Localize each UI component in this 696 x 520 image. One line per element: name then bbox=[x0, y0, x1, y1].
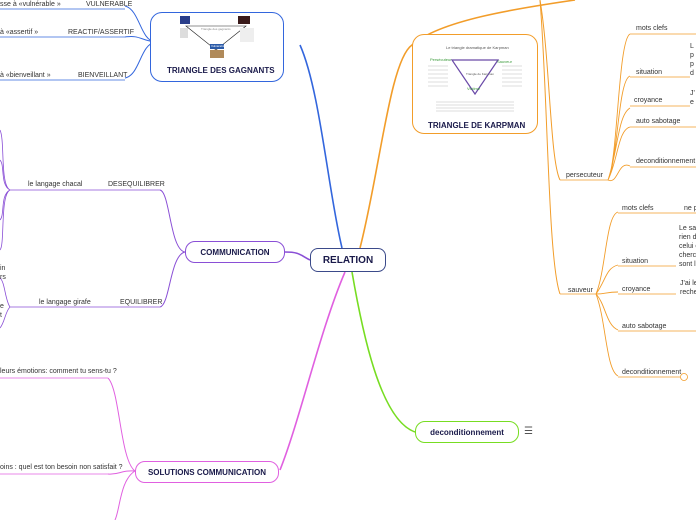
gagnants-item-right-2[interactable]: REACTIF/ASSERTIF bbox=[68, 29, 134, 36]
gagnants-thumb-center: Triangle des gagnants bbox=[201, 27, 231, 31]
karpman-thumb-left: Persécuteur bbox=[430, 57, 452, 62]
menu-icon[interactable]: ☰ bbox=[524, 426, 533, 437]
communication-fragment-2: rs bbox=[0, 274, 6, 281]
gagnants-item-left-2: à «assertif » bbox=[0, 29, 39, 36]
gagnants-item-left-3: à «bienveillant » bbox=[0, 72, 51, 79]
gagnants-item-right-1[interactable]: VULNERABLE bbox=[86, 1, 133, 8]
gagnants-thumbnail-graphic bbox=[180, 16, 254, 58]
solutions-item-2[interactable]: oins : quel est ton besoin non satisfait… bbox=[0, 464, 123, 471]
deconditionnement-node[interactable]: deconditionnement bbox=[415, 421, 519, 443]
triangle-karpman-title: TRIANGLE DE KARPMAN bbox=[428, 121, 526, 130]
sauveur-deconditionnement[interactable]: deconditionnement bbox=[622, 369, 682, 376]
persecuteur-deconditionnement[interactable]: deconditionnement bbox=[636, 158, 696, 165]
triangle-gagnants-title: TRIANGLE DES GAGNANTS bbox=[167, 66, 275, 75]
sauveur-decond-dot bbox=[680, 373, 688, 381]
persecuteur-children-connectors bbox=[607, 33, 631, 182]
sauveur-mots-clefs-tail: ne p bbox=[684, 205, 696, 212]
connector-solutions bbox=[279, 271, 346, 471]
sauveur-mots-clefs[interactable]: mots clefs bbox=[622, 205, 654, 212]
karpman-thumb-right: Sauveur bbox=[497, 59, 512, 64]
sauveur-croyance[interactable]: croyance bbox=[622, 286, 651, 293]
karpman-thumb-bottom: Victime bbox=[467, 86, 481, 91]
persecuteur-situation[interactable]: situation bbox=[636, 69, 663, 76]
sauveur-children-connectors bbox=[595, 211, 619, 377]
triangle-gagnants-image bbox=[180, 16, 254, 60]
sauveur-situation[interactable]: situation bbox=[622, 258, 649, 265]
communication-fragment-4: t bbox=[0, 312, 2, 319]
persecuteur-croyance[interactable]: croyance bbox=[634, 97, 663, 104]
karpman-thumb-heading: Le triangle dramatique de Karpman bbox=[446, 45, 509, 50]
solutions-item-1[interactable]: leurs émotions: comment tu sens-tu ? bbox=[0, 368, 117, 375]
gagnants-item-left-1: sse à «vulnérable » bbox=[0, 1, 61, 8]
persecuteur-croyance-tail: J' e bbox=[690, 90, 695, 106]
sauveur-auto-sabotage[interactable]: auto sabotage bbox=[622, 323, 667, 330]
girafe-value[interactable]: EQUILIBRER bbox=[120, 299, 163, 306]
root-node-relation[interactable]: RELATION bbox=[310, 248, 386, 272]
communication-fragment-3: e bbox=[0, 303, 4, 310]
triangle-karpman-card[interactable] bbox=[412, 34, 538, 134]
connector-communication-items bbox=[159, 189, 186, 308]
triangle-karpman-image bbox=[426, 42, 524, 118]
sauveur-situation-tail: Le sa rien d celui c cherc sont l bbox=[679, 225, 696, 268]
solutions-communication-node[interactable]: SOLUTIONS COMMUNICATION bbox=[135, 461, 279, 483]
chacal-subbranches bbox=[0, 129, 11, 251]
karpman-thumbnail-graphic bbox=[428, 59, 522, 112]
connector-gagnants bbox=[299, 44, 343, 249]
connector-karpman bbox=[359, 0, 576, 249]
chacal-value[interactable]: DESEQUILIBRER bbox=[108, 181, 165, 188]
connector-persecuteur bbox=[539, 0, 561, 181]
karpman-thumb-center: Triangle de Karpman bbox=[466, 72, 494, 76]
connector-communication bbox=[284, 251, 311, 261]
chacal-label[interactable]: le langage chacal bbox=[28, 181, 83, 188]
sauveur-label[interactable]: sauveur bbox=[568, 287, 593, 294]
communication-node[interactable]: COMMUNICATION bbox=[185, 241, 285, 263]
persecuteur-auto-sabotage[interactable]: auto sabotage bbox=[636, 118, 681, 125]
communication-fragment-1: in bbox=[0, 265, 6, 272]
sauveur-croyance-tail: J'ai le reche bbox=[680, 280, 696, 296]
persecuteur-label[interactable]: persecuteur bbox=[566, 172, 603, 179]
girafe-subbranches bbox=[0, 277, 11, 329]
persecuteur-situation-tail: L p p d bbox=[690, 43, 694, 77]
girafe-label[interactable]: le langage girafe bbox=[39, 299, 91, 306]
persecuteur-mots-clefs[interactable]: mots clefs bbox=[636, 25, 668, 32]
connector-deconditionnement bbox=[351, 271, 416, 433]
gagnants-thumb-bottom: Vulnérable bbox=[211, 44, 226, 48]
connector-sauveur bbox=[539, 0, 561, 295]
gagnants-item-right-3[interactable]: BIENVEILLANT bbox=[78, 72, 128, 79]
connector-solutions-items bbox=[107, 377, 136, 520]
